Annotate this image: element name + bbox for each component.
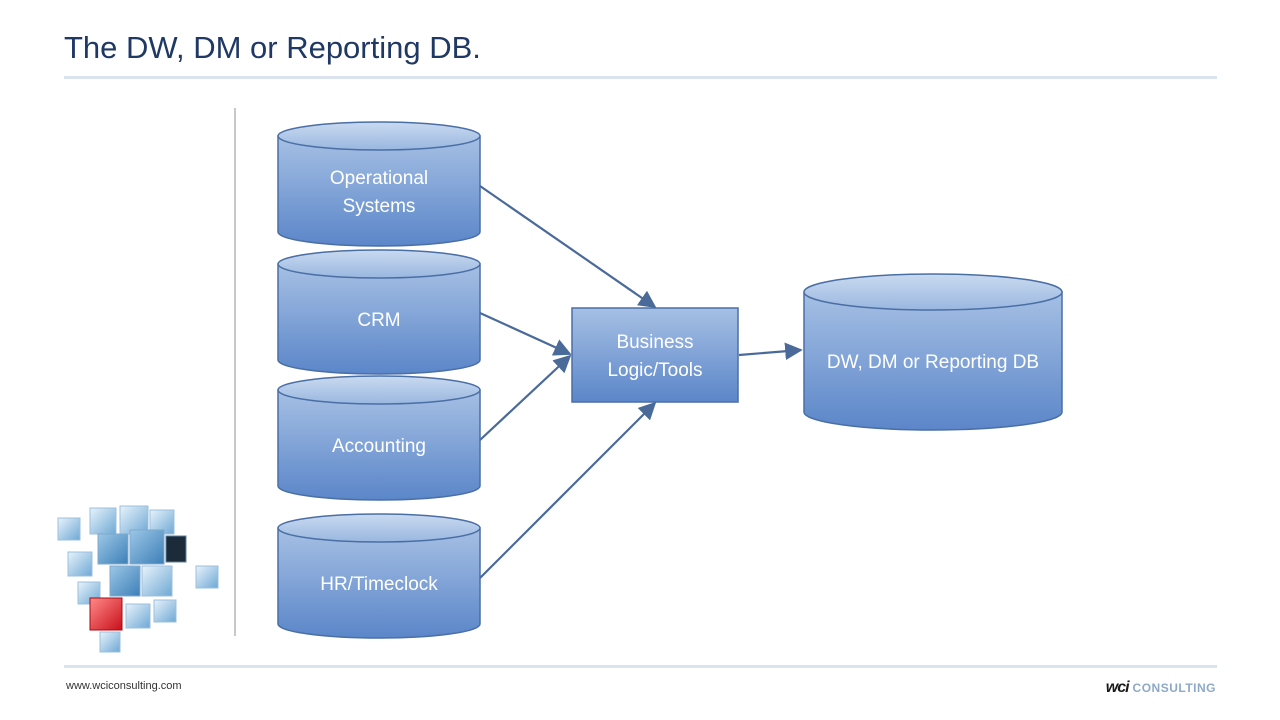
cylinder-cap [803, 273, 1063, 311]
cube-cluster-graphic [57, 505, 219, 653]
node-accounting: Accounting [277, 375, 481, 501]
node-label-line: DW, DM or Reporting DB [827, 352, 1039, 373]
slide-title: The DW, DM or Reporting DB. [64, 30, 481, 65]
node-label-line: Business [616, 332, 693, 353]
cylinder-body [277, 263, 481, 375]
footer-rule [64, 665, 1217, 668]
node-dw: DW, DM or Reporting DB [803, 273, 1063, 431]
node-label-line: Accounting [332, 436, 426, 457]
edge-operational-to-business [479, 185, 657, 309]
cylinder-body [803, 291, 1063, 431]
edges-layer [479, 185, 803, 579]
node-crm: CRM [277, 249, 481, 375]
cylinder-cap [277, 121, 481, 151]
cylinder-body [277, 527, 481, 639]
edge-business-to-dw [738, 342, 803, 361]
edge-crm-to-business [479, 311, 572, 356]
node-label-line: Logic/Tools [607, 360, 702, 381]
vertical-divider [234, 108, 236, 636]
cylinder-body [277, 135, 481, 247]
node-label-line: Operational [330, 168, 428, 189]
logo-mark: wci [1105, 679, 1130, 696]
cylinder-cap [277, 375, 481, 405]
logo-word: CONSULTING [1132, 681, 1216, 695]
box-shape [571, 307, 739, 403]
cylinder-cap [277, 513, 481, 543]
node-label-line: CRM [357, 310, 400, 331]
brand-logo: wci CONSULTING [1106, 679, 1216, 697]
title-underline [64, 76, 1217, 79]
node-hr: HR/Timeclock [277, 513, 481, 639]
node-label-line: Systems [343, 196, 416, 217]
node-label-line: HR/Timeclock [320, 574, 438, 595]
edge-hr-to-business [479, 401, 657, 579]
cylinder-cap [277, 249, 481, 279]
edge-accounting-to-business [479, 354, 572, 441]
footer-url[interactable]: www.wciconsulting.com [66, 680, 182, 692]
cylinder-body [277, 389, 481, 501]
